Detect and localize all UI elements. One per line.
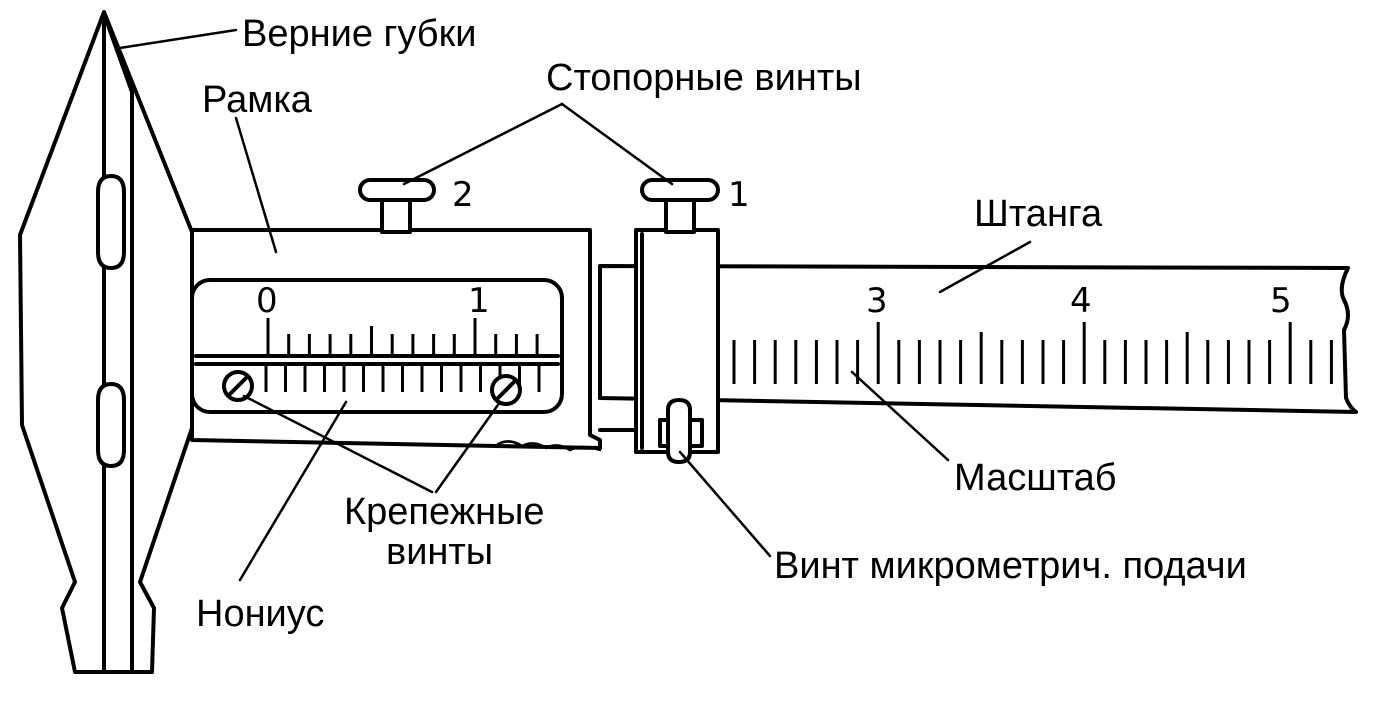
main-scale-number-3: 3: [866, 281, 888, 321]
lock-screw-number-1: 1: [728, 175, 750, 215]
main-scale-ticks: [732, 322, 1333, 384]
label-scale: Масштаб: [954, 457, 1117, 499]
label-upper-jaws: Верние губки: [242, 13, 476, 55]
label-bar: Штанга: [974, 193, 1103, 235]
label-fixing-screws-line1: Крепежные: [344, 491, 545, 533]
vernier-number-1: 1: [468, 281, 490, 321]
label-vernier: Нониус: [196, 593, 324, 635]
label-micro-feed-screw: Винт микрометрич. подачи: [774, 545, 1247, 587]
vernier-window: 0 1: [190, 278, 564, 414]
label-fixing-screws-line2: винты: [386, 531, 493, 573]
leader-lines: [118, 28, 1032, 582]
label-frame: Рамка: [202, 79, 313, 121]
main-scale-number-5: 5: [1270, 281, 1292, 321]
fixing-screw-right: [490, 374, 522, 406]
lock-screw-2: [358, 178, 436, 234]
vernier-ticks: [264, 318, 541, 392]
micro-feed-clamp: [634, 228, 720, 464]
lock-screw-1: [640, 178, 720, 234]
lock-screw-number-2: 2: [452, 175, 474, 215]
vernier-number-0: 0: [256, 281, 278, 321]
jaw-body: [18, 10, 194, 674]
main-scale-number-4: 4: [1070, 281, 1092, 321]
fixing-screw-left: [222, 370, 254, 402]
label-lock-screws: Стопорные винты: [546, 57, 862, 99]
